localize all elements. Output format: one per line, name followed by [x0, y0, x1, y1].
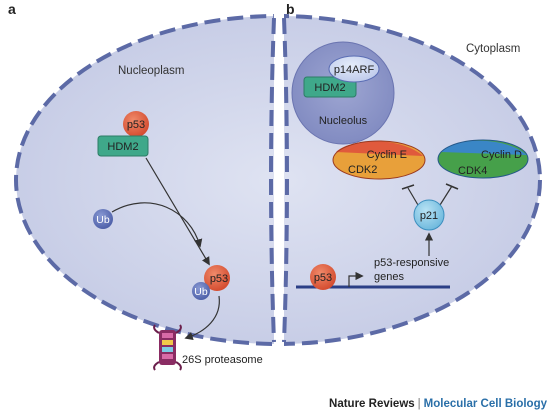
- p53-top-label: p53: [127, 119, 145, 131]
- ub-p53-complex: p53 Ub: [192, 265, 230, 300]
- journal-name: Nature Reviews: [329, 398, 415, 410]
- p53-bound-node: [204, 265, 230, 291]
- cdk4-label: CDK4: [458, 165, 487, 177]
- proteasome-arrow: [184, 295, 220, 340]
- proteasome-caps: [153, 324, 182, 371]
- divider-right-edge: [282, 17, 289, 343]
- p21-node: [413, 199, 445, 231]
- cyclin-e-label: Cyclin E: [367, 149, 407, 161]
- hdm2-label-a: HDM2: [107, 141, 138, 153]
- nucleolus: HDM2 p14ARF Nucleolus: [291, 41, 395, 145]
- nuclear-membrane-left: [14, 14, 274, 346]
- ub-free-label: Ub: [96, 214, 110, 226]
- p53-hdm2-complex: p53 HDM2: [97, 111, 149, 157]
- p21-inhibition-lines: [401, 183, 459, 206]
- proteasome-label: 26S proteasome: [182, 354, 263, 366]
- p53-dna-node: [310, 264, 336, 290]
- nucleolus-label: Nucleolus: [319, 115, 368, 127]
- cyclin-d-cdk4-complex: Cyclin D CDK4: [437, 139, 529, 179]
- inhibit-line-cdk4: [439, 185, 453, 206]
- credit-separator: |: [417, 398, 421, 410]
- transcription-start-arrow: [348, 271, 364, 287]
- proteasome-ring-4: [162, 354, 173, 359]
- cyclin-e-cdk2-complex: Cyclin E CDK2: [332, 140, 426, 180]
- p53-bound-label: p53: [210, 273, 228, 285]
- cyclin-d-half: [441, 140, 527, 155]
- p53-top-node: [123, 111, 149, 137]
- divider-left-edge: [269, 17, 276, 343]
- p21-label: p21: [420, 210, 438, 222]
- cyclin-e-cdk2-outline: [332, 140, 426, 180]
- journal-subject: Molecular Cell Biology: [423, 398, 547, 410]
- inhibit-line-cdk2: [407, 187, 419, 206]
- inhibit-bar-cdk2: [401, 184, 415, 190]
- p14arf-label: p14ARF: [334, 64, 375, 76]
- ubiquitination-arrow: [111, 202, 203, 248]
- panel-a-letter: a: [8, 1, 16, 17]
- cyclin-d-label: Cyclin D: [481, 149, 522, 161]
- proteasome-ring-3: [162, 347, 173, 352]
- hdm2-box-b: [303, 76, 357, 98]
- proteasome-ring-2: [162, 340, 173, 345]
- ub-bound-node: [192, 282, 210, 300]
- cyclin-e-half: [336, 141, 423, 156]
- proteasome-icon: [153, 324, 182, 371]
- cdk2-label: CDK2: [348, 164, 377, 176]
- nucleoplasm-label: Nucleoplasm: [118, 65, 184, 77]
- panel-b-letter: b: [286, 1, 295, 17]
- cyclin-d-cdk4-outline: [437, 139, 529, 179]
- proteasome-ring-1: [162, 333, 173, 338]
- inhibit-bar-cdk4: [445, 183, 459, 190]
- nuclear-membrane-right: [284, 14, 542, 346]
- p14arf-node: [328, 55, 380, 83]
- p53-dna-label: p53: [314, 272, 332, 284]
- ub-free-node: [93, 209, 113, 229]
- journal-credit: Nature Reviews|Molecular Cell Biology: [329, 398, 547, 410]
- hdm2-label-b: HDM2: [314, 82, 345, 94]
- genes-label-line2: genes: [374, 271, 404, 283]
- genes-label-line1: p53-responsive: [374, 257, 449, 269]
- cell: [14, 14, 542, 346]
- cytoplasm-label: Cytoplasm: [466, 43, 520, 55]
- hdm2-box-a: [97, 135, 149, 157]
- ub-bound-label: Ub: [194, 286, 208, 298]
